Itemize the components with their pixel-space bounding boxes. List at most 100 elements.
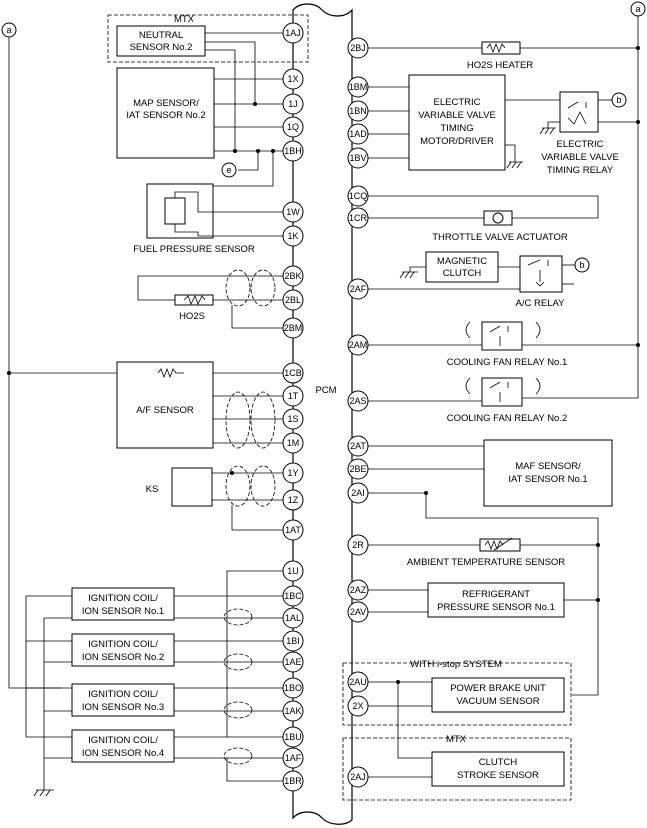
pcm-pin-1af bbox=[282, 747, 304, 769]
pcm-pin-label: 1Q bbox=[287, 122, 299, 132]
pcm-pin-2x bbox=[347, 695, 369, 717]
pcm-pin-1q bbox=[282, 116, 304, 138]
pcm-pin-label: 2AJ bbox=[350, 772, 366, 782]
evvt-label-1: ELECTRIC bbox=[434, 97, 481, 108]
ignition-coil-3 bbox=[71, 683, 175, 717]
evvt-relay bbox=[559, 91, 599, 133]
pcm-pin-label: 1AK bbox=[284, 706, 301, 716]
fan-relay-2-label: COOLING FAN RELAY No.2 bbox=[447, 413, 568, 424]
pcm-pin-label: 1CB bbox=[284, 368, 302, 378]
pcm-pin-label: 1AD bbox=[349, 129, 367, 139]
fan-relay-2 bbox=[481, 377, 523, 407]
pcm-pin-1bc bbox=[282, 585, 304, 607]
refrigerant-sensor-box bbox=[427, 582, 565, 618]
pcm-pin-label: 1BN bbox=[349, 106, 367, 116]
pcm-pin-1bo bbox=[282, 677, 304, 699]
pcm-pin-label: 1U bbox=[287, 566, 299, 576]
pcm-pin-2r bbox=[347, 534, 369, 556]
pcm-pin-1cr bbox=[347, 207, 369, 229]
ign3-label-1: IGNITION COIL/ bbox=[88, 689, 158, 700]
pcm-pin-1s bbox=[282, 408, 304, 430]
pcm-pin-1ad bbox=[347, 123, 369, 145]
pcm-pin-1al bbox=[282, 607, 304, 629]
mtx-bottom-label: MTX bbox=[446, 734, 467, 745]
evvt-relay-label-2: VARIABLE VALVE bbox=[541, 152, 619, 163]
pcm-pin-2be bbox=[347, 458, 369, 480]
ignition-coil-4 bbox=[71, 729, 175, 763]
refr-label-2: PRESSURE SENSOR No.1 bbox=[437, 602, 555, 613]
ign4-label-2: ION SENSOR No.4 bbox=[82, 748, 164, 759]
pcm-pin-1u bbox=[282, 560, 304, 582]
maf-label-1: MAF SENSOR/ bbox=[515, 461, 581, 472]
ks-label: KS bbox=[146, 484, 159, 495]
pcm-pin-1bm bbox=[347, 76, 369, 98]
clutch-label-1: CLUTCH bbox=[479, 757, 518, 768]
pcm-pin-label: 1K bbox=[287, 231, 298, 241]
connector-a-right-label: a bbox=[635, 4, 640, 14]
pcm-pin-label: 1BO bbox=[284, 683, 302, 693]
pcm-pin-label: 1CQ bbox=[349, 191, 368, 201]
af-sensor-label: A/F SENSOR bbox=[136, 405, 194, 416]
pcm-pin-label: 2AI bbox=[351, 488, 365, 498]
pcm-pin-2bk bbox=[282, 265, 304, 287]
evvt-label-2: VARIABLE VALVE bbox=[418, 110, 496, 121]
pcm-pin-label: 2AS bbox=[349, 396, 366, 406]
clutch-stroke-sensor-box bbox=[431, 751, 565, 787]
pcm-label: PCM bbox=[315, 385, 336, 396]
pcm-pin-2bj bbox=[347, 37, 369, 59]
pcm-pin-2au bbox=[347, 671, 369, 693]
map-label-1: MAP SENSOR/ bbox=[133, 98, 199, 109]
pcm-pin-2as bbox=[347, 390, 369, 412]
pcm-pin-1z bbox=[282, 489, 304, 511]
pcm-pin-label: 1BM bbox=[349, 82, 368, 92]
fuel-pressure-label: FUEL PRESSURE SENSOR bbox=[133, 244, 255, 255]
pcm-pin-label: 1Z bbox=[288, 495, 299, 505]
pcm-pin-label: 1BV bbox=[349, 153, 366, 163]
connector-a-left-label: a bbox=[6, 25, 11, 35]
pcm-pin-label: 2AM bbox=[349, 340, 368, 350]
ign2-label-1: IGNITION COIL/ bbox=[88, 639, 158, 650]
pcm-pin-label: 1BH bbox=[284, 146, 302, 156]
pcm-pin-1bn bbox=[347, 100, 369, 122]
pbu-label-2: VACUUM SENSOR bbox=[456, 696, 539, 707]
pcm-pin-label: 1W bbox=[286, 207, 300, 217]
pcm-pin-1x bbox=[282, 68, 304, 90]
neutral-label-2: SENSOR No.2 bbox=[130, 42, 193, 53]
right-pin-group: 2BJ1BM1BN1AD1BV1CQ1CR2AF2AM2AS2AT2BE2AI2… bbox=[347, 37, 369, 788]
pcm-pin-label: 1AF bbox=[285, 753, 302, 763]
ambient-label: AMBIENT TEMPERATURE SENSOR bbox=[407, 557, 565, 568]
evvt-relay-label-1: ELECTRIC bbox=[557, 139, 604, 150]
pcm-pin-label: 1M bbox=[287, 438, 300, 448]
pcm-pin-1y bbox=[282, 462, 304, 484]
pcm-pin-2at bbox=[347, 435, 369, 457]
pcm-body bbox=[292, 3, 353, 825]
evvt-label-3: TIMING bbox=[440, 123, 473, 134]
knock-sensor bbox=[171, 467, 213, 507]
pcm-pin-label: 1BU bbox=[284, 732, 302, 742]
ho2s-heater-label: HO2S HEATER bbox=[467, 60, 533, 71]
pcm-pin-1aj bbox=[282, 22, 304, 44]
pcm-pin-label: 1BR bbox=[284, 776, 302, 786]
pcm-pin-label: 2BK bbox=[284, 271, 301, 281]
maf-sensor-box bbox=[483, 439, 613, 507]
mtx-top-label: MTX bbox=[174, 14, 195, 25]
evvt-relay-label-3: TIMING RELAY bbox=[547, 165, 614, 176]
pcm-pin-1cb bbox=[282, 362, 304, 384]
pcm-pin-1t bbox=[282, 385, 304, 407]
pcm-pin-label: 2BE bbox=[349, 464, 366, 474]
ac-relay bbox=[519, 255, 563, 293]
pcm-pin-1bv bbox=[347, 147, 369, 169]
pcm-pin-1j bbox=[282, 93, 304, 115]
pcm-pin-label: 2AT bbox=[350, 441, 366, 451]
pcm-pin-2bm bbox=[282, 317, 304, 339]
fan-relay-1-label: COOLING FAN RELAY No.1 bbox=[447, 357, 568, 368]
pcm-pin-1k bbox=[282, 225, 304, 247]
neutral-label-1: NEUTRAL bbox=[139, 30, 183, 41]
pcm-pin-label: 2AZ bbox=[350, 585, 367, 595]
evvt-motor-box bbox=[408, 74, 506, 171]
pcm-pin-label: 2AF bbox=[350, 284, 367, 294]
pcm-pin-label: 1AE bbox=[284, 657, 301, 667]
pcm-pin-label: 1AL bbox=[285, 613, 301, 623]
pcm-pin-1bi bbox=[282, 630, 304, 652]
